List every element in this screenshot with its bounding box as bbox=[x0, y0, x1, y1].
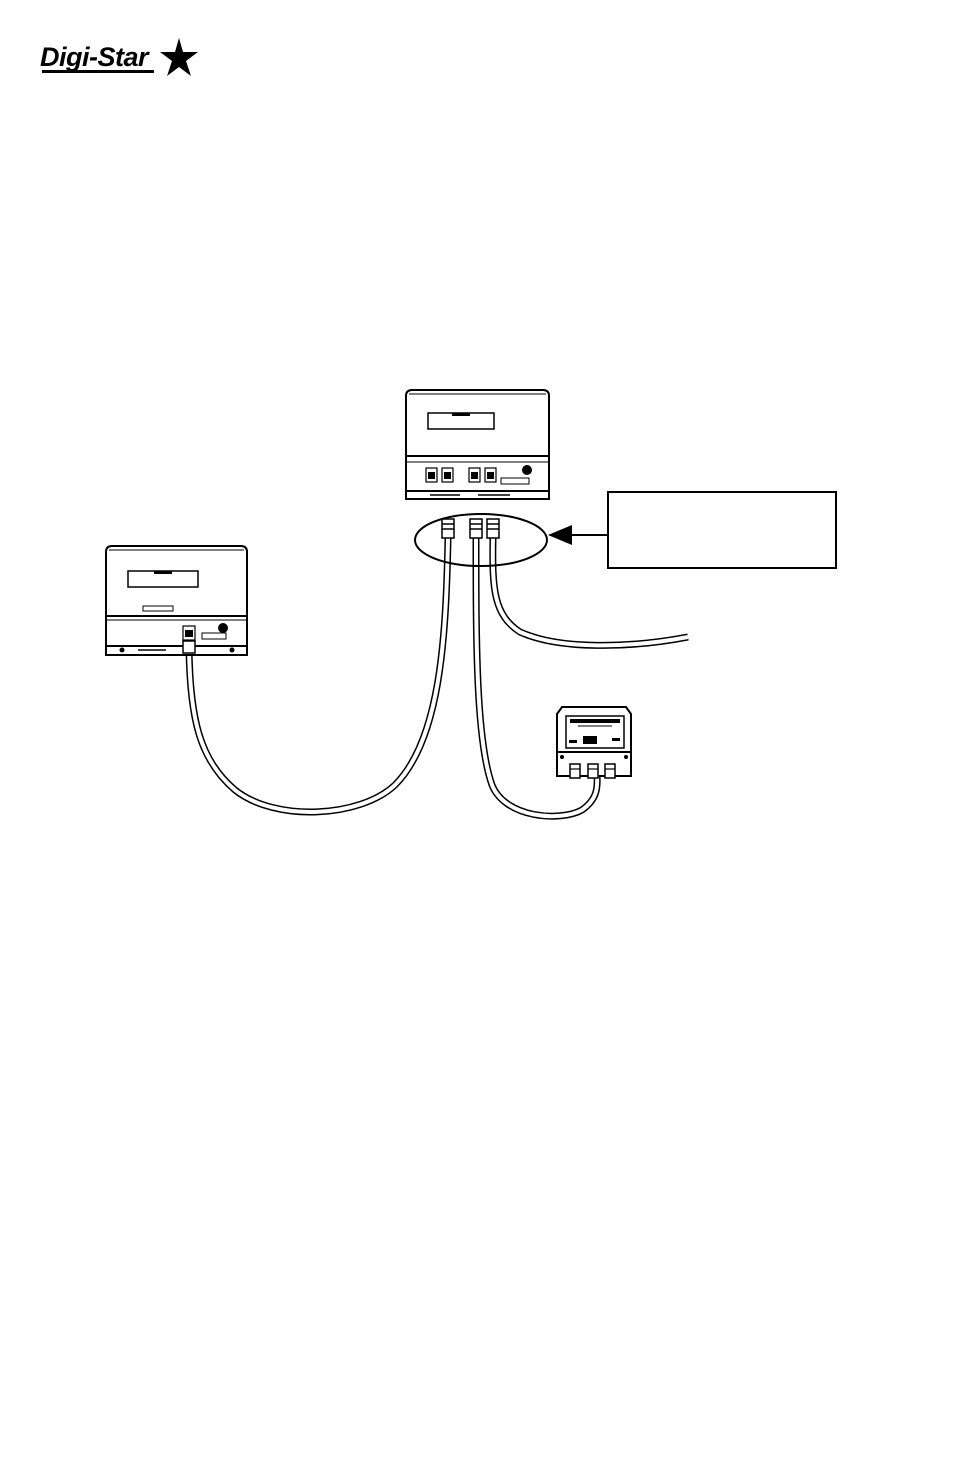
junction-box bbox=[556, 706, 632, 779]
logo-text: Digi-Star bbox=[40, 42, 149, 72]
digi-star-logo: Digi-Star bbox=[40, 38, 200, 80]
logo-underline bbox=[42, 70, 154, 73]
star-icon bbox=[160, 38, 198, 76]
cable-to-remote-indicator bbox=[185, 537, 452, 816]
remote-power-knob bbox=[218, 623, 228, 633]
main-port-connectors bbox=[425, 467, 497, 483]
callout-box bbox=[607, 491, 837, 569]
remote-indicator bbox=[105, 545, 248, 656]
main-power-knob bbox=[522, 465, 532, 475]
connector-highlight-ellipse bbox=[414, 513, 548, 567]
cable-to-power bbox=[489, 537, 689, 649]
main-indicator bbox=[405, 389, 550, 500]
cable-to-junction-box bbox=[472, 537, 601, 820]
main-cable-connectors bbox=[441, 518, 500, 539]
